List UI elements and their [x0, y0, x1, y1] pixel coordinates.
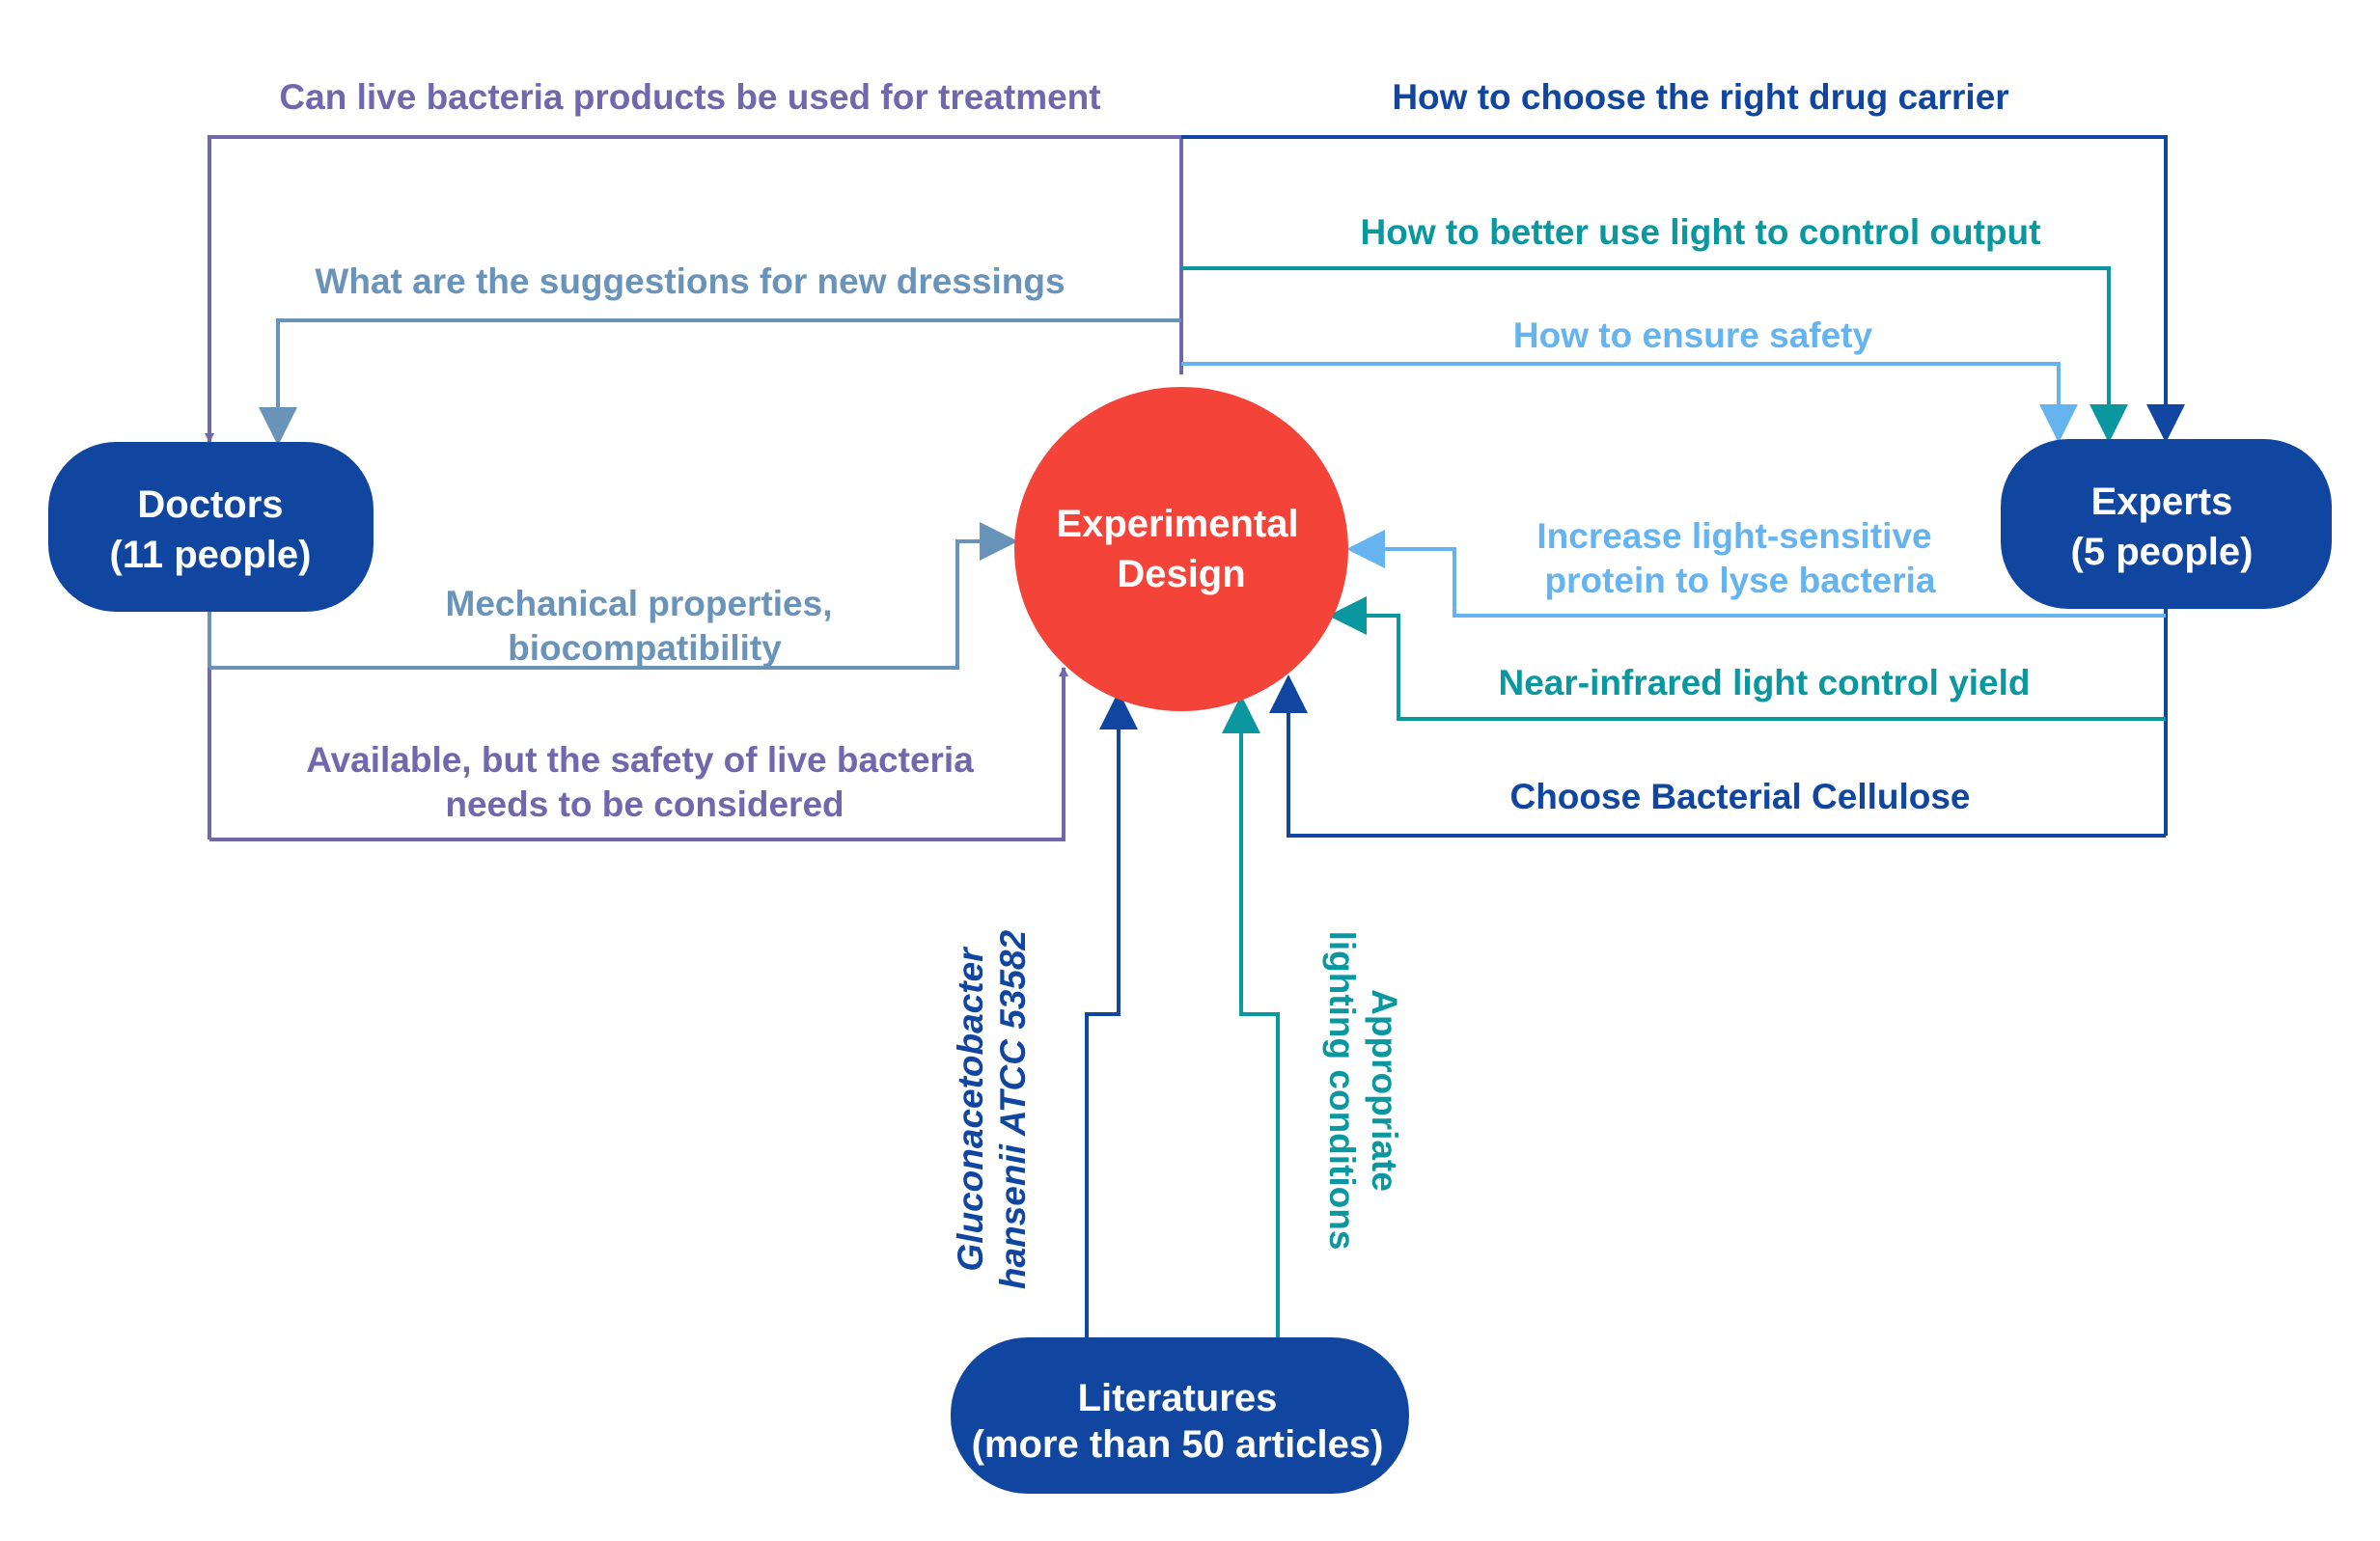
experts-label: Experts	[2091, 481, 2233, 523]
edge-safety-arrow	[1181, 362, 2078, 443]
node-experimental-design[interactable]: Experimental Design	[1014, 387, 1348, 711]
label-live-bacteria: Can live bacteria products be used for t…	[279, 77, 1100, 117]
edge-live-bacteria-arrow	[205, 135, 1181, 443]
literatures-shape	[951, 1337, 1409, 1494]
label-strain: Gluconacetobacter hansenii ATCC 53582	[951, 929, 1033, 1289]
label-dressings: What are the suggestions for new dressin…	[315, 261, 1065, 301]
edge-mechanical-arrow	[209, 522, 1018, 670]
edge-light-control-arrow	[1181, 266, 2128, 443]
label-drug-carrier: How to choose the right drug carrier	[1392, 77, 2008, 117]
label-lighting: Appropriate lighting conditions	[1322, 931, 1404, 1251]
label-mechanical-line1: Mechanical properties,	[446, 584, 833, 623]
label-increase-line2: protein to lyse bacteria	[1544, 561, 1935, 600]
node-experts[interactable]: Experts (5 people)	[2001, 439, 2332, 609]
center-label-line1: Experimental	[1056, 503, 1298, 545]
label-light-control: How to better use light to control outpu…	[1361, 212, 2041, 252]
label-bacterial-cellulose: Choose Bacterial Cellulose	[1509, 777, 1970, 816]
label-lighting-line2: lighting conditions	[1322, 931, 1362, 1251]
experts-shape	[2001, 439, 2332, 609]
experts-count: (5 people)	[2071, 531, 2254, 573]
literatures-count: (more than 50 articles)	[972, 1423, 1384, 1466]
edge-lighting-arrow	[1222, 695, 1280, 1337]
label-near-infrared: Near-infrared light control yield	[1499, 663, 2031, 702]
label-safety: How to ensure safety	[1513, 316, 1873, 355]
edge-available-arrow	[209, 667, 1068, 841]
doctors-count: (11 people)	[110, 534, 312, 576]
label-strain-line1: Gluconacetobacter	[951, 946, 990, 1272]
label-available-line2: needs to be considered	[445, 784, 844, 824]
label-available-line1: Available, but the safety of live bacter…	[306, 740, 974, 780]
label-increase-line1: Increase light-sensitive	[1536, 516, 1931, 556]
edge-increase-protein-arrow	[1346, 530, 2166, 618]
label-mechanical-line2: biocompatibility	[508, 628, 782, 668]
label-lighting-line1: Appropriate	[1365, 989, 1404, 1192]
label-strain-line2: hansenii ATCC 53582	[993, 929, 1033, 1289]
node-literatures[interactable]: Literatures (more than 50 articles)	[951, 1337, 1409, 1494]
doctors-shape	[48, 442, 374, 612]
node-doctors[interactable]: Doctors (11 people)	[48, 442, 374, 612]
center-circle	[1014, 387, 1348, 711]
doctors-label: Doctors	[137, 483, 283, 526]
center-label-line2: Design	[1117, 553, 1245, 595]
literatures-label: Literatures	[1078, 1377, 1278, 1419]
edge-near-infrared-arrow	[1328, 596, 2166, 721]
edge-dressings-arrow	[259, 318, 1181, 446]
edge-drug-carrier-arrow	[1181, 135, 2185, 443]
edge-bacterial-cellulose-arrow	[1269, 674, 2166, 838]
edge-strain-arrow	[1085, 691, 1138, 1337]
